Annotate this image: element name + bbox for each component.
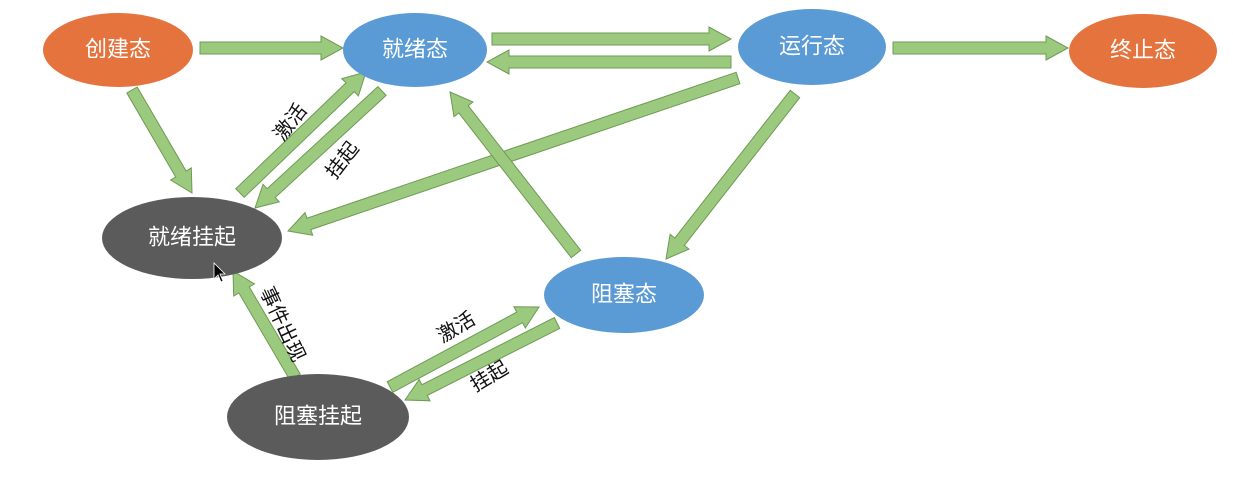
state-ellipse-create xyxy=(43,13,193,87)
arrow-ready-to-running xyxy=(491,26,733,52)
state-node-ready: 就绪态 xyxy=(343,13,487,87)
arrow-create-to-ready xyxy=(199,35,345,61)
arrow-ready-to-ready-suspended xyxy=(254,85,387,209)
state-node-blocked-suspended: 阻塞挂起 xyxy=(227,374,409,460)
state-ellipse-blocked-suspended xyxy=(227,374,409,460)
arrow-running-to-ready xyxy=(485,49,732,75)
state-ellipse-ready-suspended xyxy=(102,197,282,279)
arrow-ready-suspended-to-ready xyxy=(235,71,367,199)
state-label-create: 创建态 xyxy=(85,38,151,63)
state-label-running: 运行态 xyxy=(779,35,845,60)
state-node-create: 创建态 xyxy=(43,13,193,87)
state-ellipse-terminated xyxy=(1069,14,1217,88)
state-label-blocked-suspended: 阻塞挂起 xyxy=(274,405,362,430)
arrow-blocked-to-blocked-suspended xyxy=(404,316,561,402)
arrow-blocked-suspended-to-blocked xyxy=(386,306,540,393)
state-label-ready: 就绪态 xyxy=(382,38,448,63)
state-node-terminated: 终止态 xyxy=(1069,14,1217,88)
edges-layer xyxy=(126,26,1070,402)
state-ellipse-running xyxy=(738,9,886,85)
arrow-blocked-to-ready xyxy=(449,91,582,259)
state-node-running: 运行态 xyxy=(738,9,886,85)
arrow-running-to-ready-suspended xyxy=(287,71,741,236)
state-label-terminated: 终止态 xyxy=(1110,39,1176,64)
state-label-blocked: 阻塞态 xyxy=(591,283,657,308)
state-node-blocked: 阻塞态 xyxy=(544,257,704,333)
cursor-layer xyxy=(213,262,226,283)
state-ellipse-ready xyxy=(343,13,487,87)
arrow-blocked-suspended-to-ready-suspended xyxy=(232,270,301,381)
state-label-ready-suspended: 就绪挂起 xyxy=(148,226,236,251)
arrow-create-to-ready-suspended xyxy=(126,86,193,194)
state-ellipse-blocked xyxy=(544,257,704,333)
arrow-running-to-terminated xyxy=(892,35,1070,61)
state-node-ready-suspended: 就绪挂起 xyxy=(102,197,282,279)
arrow-running-to-blocked xyxy=(665,89,801,260)
mouse-cursor-icon xyxy=(213,262,226,283)
